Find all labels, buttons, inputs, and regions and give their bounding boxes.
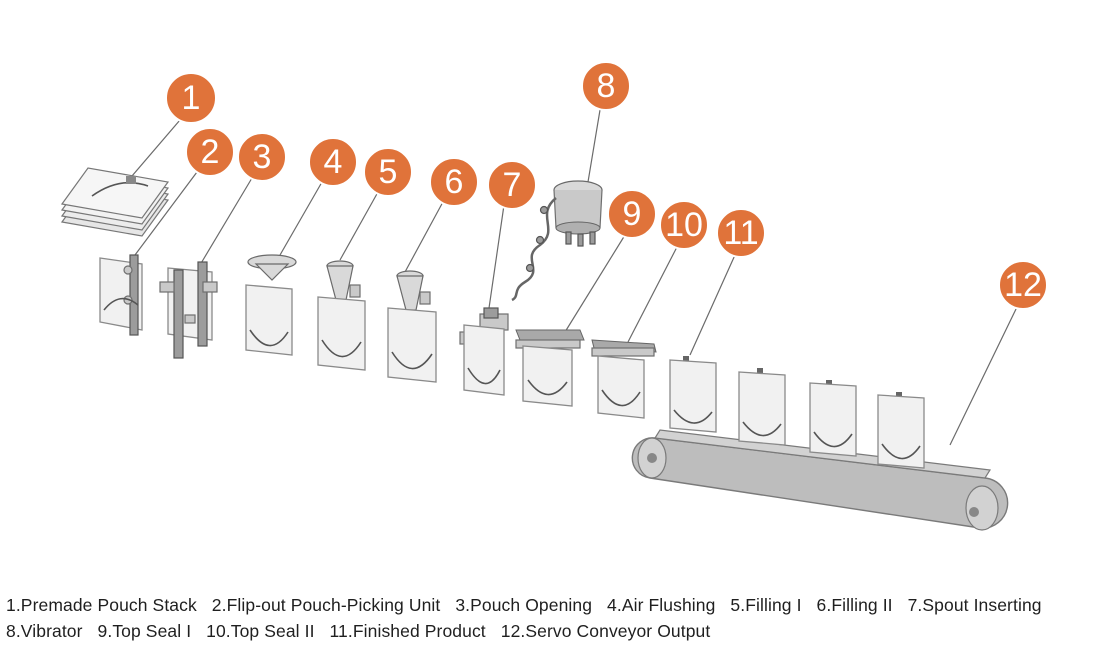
filling-station-2	[387, 270, 437, 383]
svg-text:11: 11	[723, 214, 758, 252]
svg-text:5: 5	[379, 153, 398, 191]
spout-inserting-station	[459, 307, 509, 396]
svg-text:6: 6	[445, 163, 464, 201]
svg-text:3: 3	[253, 138, 272, 176]
pouch-opening-unit	[159, 261, 218, 359]
step-badge-11: 11	[716, 208, 766, 258]
step-badge-7: 7	[487, 160, 537, 210]
top-seal-2	[591, 339, 657, 419]
legend-item: 12.Servo Conveyor Output	[500, 621, 711, 641]
step-badge-10: 10	[659, 200, 709, 250]
svg-text:7: 7	[503, 166, 522, 204]
step-badge-3: 3	[237, 132, 287, 182]
legend-item: 5.Filling I	[730, 595, 802, 615]
step-badge-5: 5	[363, 147, 413, 197]
step-badge-4: 4	[308, 137, 358, 187]
legend-item: 7.Spout Inserting	[907, 595, 1042, 615]
step-badge-8: 8	[581, 61, 631, 111]
vibrator-bowl	[511, 180, 603, 302]
packaging-process-diagram: 1 2 3 4 5 6 7 8	[60, 61, 1048, 531]
finished-products	[669, 356, 925, 469]
legend-item: 10.Top Seal II	[206, 621, 315, 641]
pouch-stack	[60, 167, 170, 237]
legend-item: 4.Air Flushing	[607, 595, 716, 615]
step-badges: 1 2 3 4 5 6 7 8	[165, 61, 1048, 310]
step-badge-1: 1	[165, 72, 217, 124]
svg-text:8: 8	[597, 67, 616, 105]
step-badge-6: 6	[429, 157, 479, 207]
legend-item: 8.Vibrator	[6, 621, 83, 641]
callout-lines	[119, 109, 1019, 446]
legend-item: 3.Pouch Opening	[455, 595, 593, 615]
filling-station-1	[317, 260, 366, 371]
legend-item: 1.Premade Pouch Stack	[6, 595, 197, 615]
step-badge-12: 12	[998, 260, 1048, 310]
air-flushing-station	[245, 254, 297, 356]
top-seal-1	[515, 329, 585, 407]
svg-text:2: 2	[201, 133, 220, 171]
step-badge-9: 9	[607, 189, 657, 239]
svg-text:1: 1	[182, 79, 201, 117]
legend-item: 9.Top Seal I	[97, 621, 192, 641]
legend-item: 11.Finished Product	[329, 621, 486, 641]
step-legend: 1.Premade Pouch Stack 2.Flip-out Pouch-P…	[6, 592, 1104, 644]
flip-out-picking-unit	[99, 254, 143, 336]
svg-text:4: 4	[324, 143, 343, 181]
svg-text:12: 12	[1004, 266, 1042, 304]
svg-text:10: 10	[665, 206, 703, 244]
svg-text:9: 9	[623, 195, 642, 233]
step-badge-2: 2	[185, 127, 235, 177]
legend-item: 6.Filling II	[816, 595, 893, 615]
legend-item: 2.Flip-out Pouch-Picking Unit	[211, 595, 441, 615]
